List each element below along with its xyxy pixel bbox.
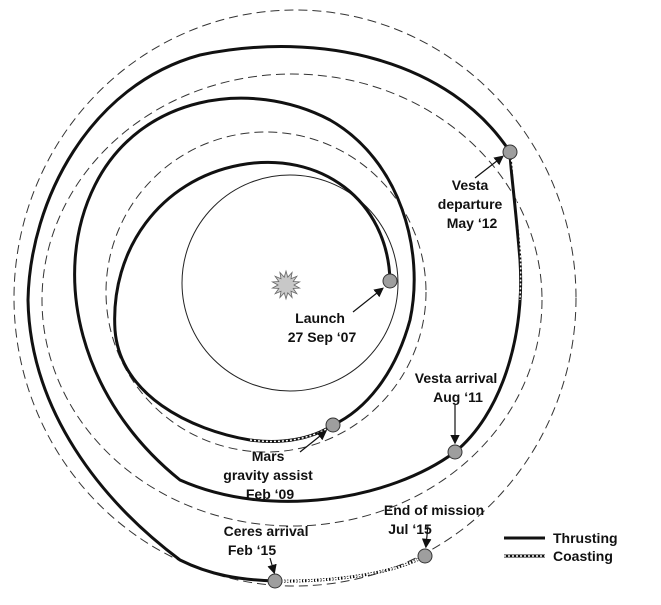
launch-marker [382, 273, 398, 289]
mars-marker [325, 417, 341, 433]
ceres-arrival-label: Ceres arrival Feb ‘15 [224, 523, 313, 558]
vesta-arrival-label: Vesta arrival Aug ‘11 [415, 370, 501, 405]
end-of-mission-label: End of mission Jul ‘15 [384, 502, 488, 537]
mars-arrow [299, 430, 327, 453]
vesta-orbit [41, 73, 543, 527]
vesta-arrival-marker [447, 444, 463, 460]
end-of-mission-arrow [421, 524, 432, 549]
earth-orbit [181, 174, 399, 392]
mars-label: Mars gravity assist Feb ‘09 [223, 448, 316, 502]
launch-arrow [352, 287, 384, 313]
launch-label: Launch 27 Sep ‘07 [288, 310, 357, 345]
ceres-arrival-marker [267, 573, 283, 589]
ceres-orbit [13, 9, 577, 587]
trajectory-coasting [249, 151, 522, 583]
mars-orbit [105, 131, 427, 453]
vesta-departure-marker [502, 144, 518, 160]
ceres-arrival-arrow [267, 557, 277, 575]
legend: Thrusting Coasting [504, 530, 618, 564]
end-of-mission-marker [417, 548, 433, 564]
sun-icon [271, 269, 301, 301]
legend-thrusting-label: Thrusting [553, 530, 618, 546]
vesta-departure-label: Vesta departure May ‘12 [438, 177, 506, 231]
vesta-departure-arrow [474, 155, 504, 179]
legend-coasting-label: Coasting [553, 548, 613, 564]
